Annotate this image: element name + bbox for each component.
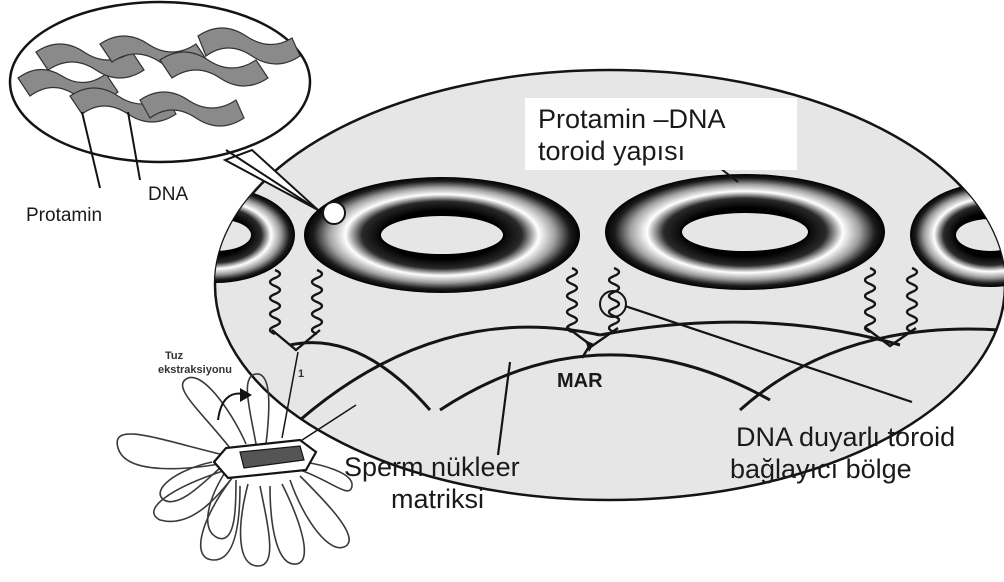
sperm-head-body bbox=[214, 440, 316, 478]
salt-extraction-label-line2: ekstraksiyonu bbox=[158, 364, 232, 377]
toroid-structure-label-line2: toroid yapısı bbox=[538, 136, 685, 167]
stray-mark: 1 bbox=[298, 368, 304, 381]
mar-label: MAR bbox=[557, 370, 603, 393]
linker-region-label-line1: DNA duyarlı toroid bbox=[736, 422, 955, 453]
toroid-2 bbox=[605, 174, 885, 290]
linker-region-label-line2: bağlayıcı bölge bbox=[730, 454, 912, 485]
protamin-zoom-bubble bbox=[10, 2, 318, 210]
sperm-matrix-label-line2: matriksi bbox=[391, 484, 484, 515]
protamin-label: Protamin bbox=[26, 205, 102, 227]
dna-label: DNA bbox=[148, 184, 188, 206]
salt-extraction-label-line1: Tuz bbox=[165, 350, 183, 363]
toroid-structure-label-line1: Protamin –DNA bbox=[538, 104, 726, 135]
zoom-origin-marker bbox=[323, 202, 345, 224]
salt-extraction-arrowhead bbox=[240, 388, 252, 402]
sperm-matrix-label-line1: Sperm nükleer bbox=[344, 452, 520, 483]
toroid-1 bbox=[304, 177, 580, 293]
